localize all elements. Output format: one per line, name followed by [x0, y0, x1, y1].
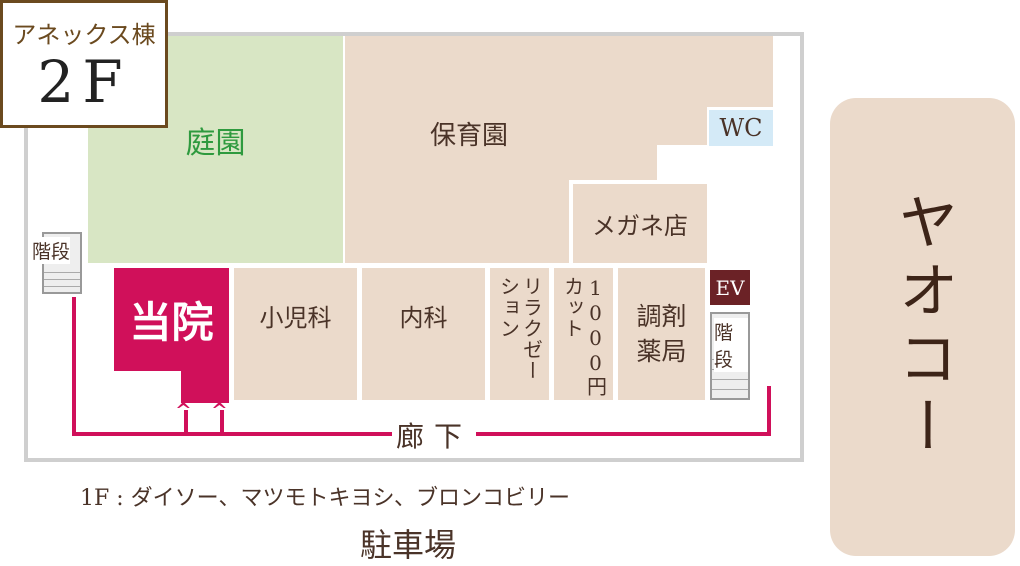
- stairs-right: 階段: [710, 312, 750, 400]
- building-name: アネックス棟: [12, 21, 156, 49]
- parking-label: 駐車場: [360, 526, 457, 564]
- floor-number: 2F: [37, 48, 131, 116]
- nursery-label: 保育園: [430, 121, 509, 151]
- pediatrics: 小児科: [234, 268, 357, 400]
- elevator: EV: [710, 270, 750, 305]
- floor1-note: 1F : ダイソー、マツモトキヨシ、ブロンコビリー: [80, 486, 571, 511]
- internal-medicine: 内科: [362, 268, 485, 400]
- pharmacy-label: 調剤薬局: [636, 302, 687, 366]
- building-outline: [24, 32, 804, 462]
- arrow-up-icon: ^: [175, 398, 192, 422]
- ev-label: EV: [715, 275, 745, 300]
- arrow-2: [220, 410, 224, 434]
- clinic-label: 当院: [129, 298, 214, 347]
- yaoko-building: ヤオコー: [830, 98, 1015, 556]
- pediatrics-label: 小児科: [259, 304, 332, 332]
- glasses-shop: メガネ店: [573, 184, 707, 263]
- haircut: 1000円カット: [554, 268, 613, 400]
- corridor-label: 廊下: [392, 415, 477, 455]
- glasses-label: メガネ店: [592, 212, 688, 240]
- stairs-right-label: 階段: [714, 318, 748, 372]
- haircut-label: 1000円カット: [560, 276, 608, 397]
- relaxation: リラクゼーション: [490, 268, 549, 400]
- route-right: [767, 386, 771, 436]
- pharmacy: 調剤薬局: [618, 268, 705, 400]
- yaoko-label: ヤオコー: [888, 191, 958, 463]
- clinic: 当院: [114, 268, 229, 371]
- wc-label: WC: [719, 114, 763, 142]
- garden-label: 庭園: [185, 125, 246, 161]
- clinic-entrance: [181, 370, 229, 403]
- internal-label: 内科: [399, 304, 448, 332]
- stairs-left-label: 階段: [32, 237, 71, 264]
- arrow-1: [184, 410, 188, 434]
- wc: WC: [709, 110, 773, 146]
- relaxation-label: リラクゼーション: [496, 276, 544, 381]
- nursery-notch-2: [657, 145, 717, 185]
- arrow-up-icon: ^: [211, 398, 228, 422]
- route-left: [72, 297, 76, 436]
- floor-label-box: アネックス棟 2F: [0, 0, 168, 128]
- stairs-left: 階段: [32, 232, 82, 294]
